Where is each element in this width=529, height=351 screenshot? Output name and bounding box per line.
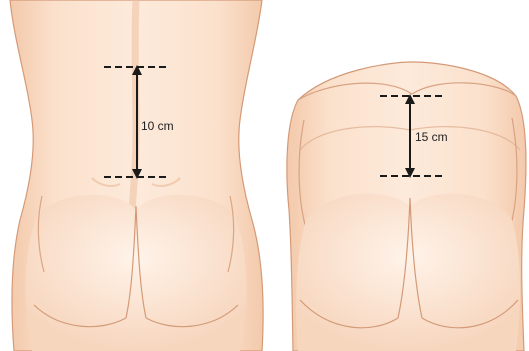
spine-groove-left (132, 0, 136, 210)
measurement-label-left: 10 cm (141, 119, 174, 133)
measurement-label-right: 15 cm (415, 130, 448, 144)
figure-standard-back: 10 cm (10, 0, 263, 351)
buttocks-right (296, 194, 520, 351)
figure-obese-back: 15 cm (287, 62, 526, 351)
